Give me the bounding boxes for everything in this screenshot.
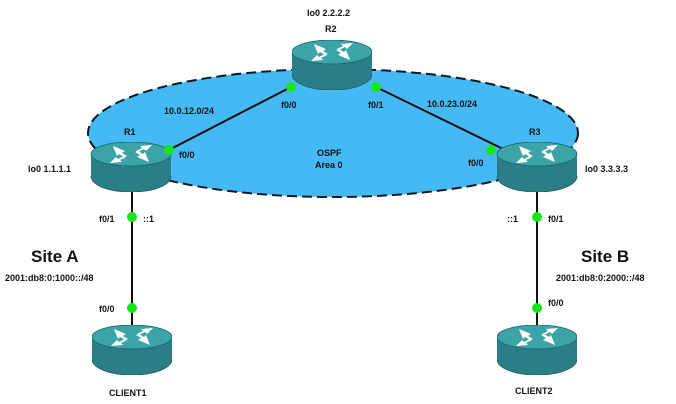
subnet-r2-r3-label: 10.0.23.0/24 (427, 99, 477, 109)
r2-name-label: R2 (325, 24, 337, 34)
subnet-r1-r2-label: 10.0.12.0/24 (164, 106, 214, 116)
r1-name-label: R1 (124, 127, 136, 137)
ospf-protocol-label: OSPF (317, 148, 342, 158)
router-r1-icon[interactable] (90, 142, 172, 192)
r1-loopback-label: lo0 1.1.1.1 (28, 164, 71, 174)
port-r3-f0-1-dot (532, 212, 542, 222)
r2-f0-1-label: f0/1 (368, 100, 384, 110)
client2-name-label: CLIENT2 (515, 386, 553, 396)
ospf-area-ellipse (87, 68, 579, 198)
port-r2-f0-1-dot (371, 82, 381, 92)
r1-f0-0-label: f0/0 (179, 150, 195, 160)
r3-loopback-label: lo0 3.3.3.3 (585, 164, 628, 174)
r1-f0-1-label: f0/1 (99, 214, 115, 224)
port-r2-f0-0-dot (286, 82, 296, 92)
site-a-title: Site A (31, 247, 79, 266)
router-client2-icon[interactable] (497, 325, 577, 375)
site-a-prefix: 2001:db8:0:1000::/48 (5, 273, 94, 283)
ospf-area-label: Area 0 (315, 160, 343, 170)
r3-f0-1-label: f0/1 (548, 214, 564, 224)
router-r3-icon[interactable] (496, 142, 578, 192)
client1-f0-0-label: f0/0 (99, 304, 115, 314)
r3-f0-0-label: f0/0 (468, 158, 484, 168)
port-r1-f0-1-dot (127, 212, 137, 222)
site-b-title: Site B (581, 247, 629, 266)
r3-name-label: R3 (529, 127, 541, 137)
router-client1-icon[interactable] (92, 325, 172, 375)
r1-ipv6-addr-label: ::1 (143, 214, 154, 224)
client2-f0-0-label: f0/0 (548, 298, 564, 308)
port-r1-f0-0-dot (164, 145, 174, 155)
r2-loopback-label: lo0 2.2.2.2 (307, 8, 350, 18)
router-r2-icon[interactable] (292, 40, 372, 90)
port-client1-f0-0-dot (127, 303, 137, 313)
site-b-prefix: 2001:db8:0:2000::/48 (556, 273, 645, 283)
client1-name-label: CLIENT1 (109, 388, 147, 398)
r2-f0-0-label: f0/0 (281, 100, 297, 110)
port-r3-f0-0-dot (486, 145, 496, 155)
r3-ipv6-addr-label: ::1 (507, 214, 518, 224)
port-client2-f0-0-dot (532, 303, 542, 313)
